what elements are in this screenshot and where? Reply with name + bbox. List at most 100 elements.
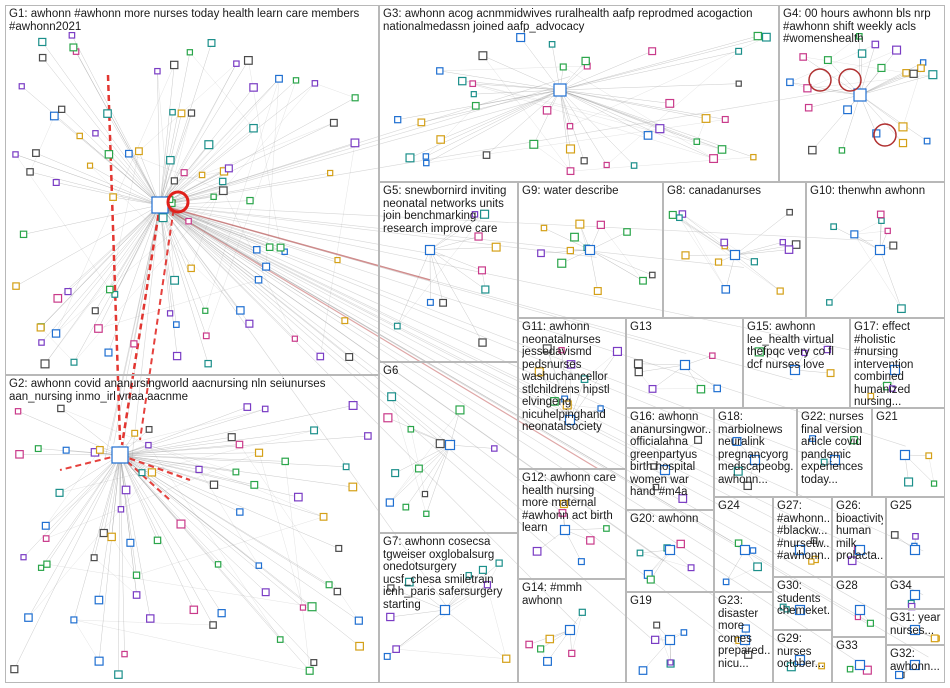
network-edge bbox=[95, 133, 161, 206]
network-edge bbox=[559, 89, 697, 142]
network-node bbox=[187, 264, 195, 273]
network-edge bbox=[533, 144, 571, 172]
network-edge bbox=[118, 454, 121, 675]
network-edge bbox=[444, 609, 507, 659]
network-node bbox=[578, 608, 586, 616]
network-edge bbox=[759, 349, 828, 353]
group-panel-g30: G30: students chemeket... bbox=[773, 577, 832, 630]
group-panel-g20: G20: awhonn bbox=[626, 510, 714, 592]
network-edge bbox=[119, 454, 304, 608]
network-edge bbox=[119, 454, 200, 470]
group-label-g22: G22: nurses final version article covid … bbox=[801, 411, 864, 486]
network-edge bbox=[395, 609, 446, 650]
network-node bbox=[204, 140, 214, 150]
network-node bbox=[810, 537, 818, 544]
network-node bbox=[889, 364, 901, 376]
network-edge bbox=[159, 112, 192, 206]
network-node bbox=[823, 345, 832, 354]
network-node bbox=[255, 562, 263, 569]
network-edge bbox=[387, 584, 488, 657]
network-node bbox=[739, 634, 751, 646]
network-edge bbox=[159, 204, 178, 357]
network-node bbox=[246, 196, 254, 205]
network-edge bbox=[258, 452, 304, 608]
network-node bbox=[458, 76, 467, 86]
network-node bbox=[387, 392, 397, 402]
group-label-g1: G1: awhonn #awhonn more nurses today hea… bbox=[9, 8, 360, 33]
network-edge bbox=[28, 472, 153, 618]
network-node bbox=[721, 285, 731, 294]
network-node bbox=[566, 360, 576, 369]
group-label-g10: G10: thenwhn awhonn bbox=[810, 185, 926, 197]
network-node bbox=[801, 349, 808, 357]
network-edge bbox=[98, 454, 121, 601]
network-edge bbox=[15, 154, 281, 248]
network-edge bbox=[540, 249, 591, 254]
group-label-g21: G21 bbox=[876, 411, 898, 423]
network-node bbox=[19, 230, 28, 239]
network-edge bbox=[589, 231, 628, 251]
group-panel-g16: G16: awhonn ananursingwor... officialahn… bbox=[626, 408, 714, 510]
network-edge bbox=[131, 204, 161, 464]
network-node bbox=[224, 164, 233, 173]
network-edge bbox=[559, 89, 571, 172]
network-node bbox=[319, 512, 328, 521]
network-node bbox=[559, 499, 569, 509]
network-edge bbox=[559, 35, 758, 91]
network-node bbox=[383, 413, 393, 423]
group-panel-g7: G7: awhonn cosecsa tgweiser oxglobalsurg… bbox=[379, 533, 518, 683]
network-edge bbox=[114, 204, 161, 295]
network-node bbox=[714, 258, 723, 266]
network-node bbox=[94, 595, 104, 605]
network-node bbox=[584, 244, 596, 256]
network-edge bbox=[807, 88, 861, 96]
network-edge bbox=[159, 204, 556, 539]
network-edge bbox=[119, 454, 137, 576]
network-node bbox=[131, 429, 139, 437]
network-edge bbox=[104, 204, 161, 459]
network-node bbox=[558, 346, 565, 354]
network-node bbox=[543, 656, 552, 666]
network-node bbox=[753, 562, 762, 572]
network-node bbox=[385, 498, 395, 507]
network-node bbox=[436, 135, 445, 144]
network-node bbox=[596, 220, 605, 229]
group-label-g28: G28 bbox=[836, 580, 858, 592]
network-edge bbox=[559, 89, 660, 129]
network-node bbox=[249, 83, 258, 92]
network-node bbox=[95, 445, 104, 454]
network-node bbox=[354, 616, 363, 625]
network-node bbox=[744, 650, 753, 659]
network-node bbox=[733, 466, 743, 476]
network-edge bbox=[138, 151, 161, 206]
network-node bbox=[889, 241, 898, 250]
network-edge bbox=[475, 89, 561, 107]
network-node bbox=[355, 641, 364, 651]
network-edge bbox=[42, 57, 161, 206]
network-edge bbox=[119, 454, 215, 485]
network-edge bbox=[390, 587, 446, 611]
network-edge bbox=[559, 89, 714, 159]
network-node bbox=[37, 564, 45, 571]
network-edge bbox=[159, 204, 850, 472]
network-edge bbox=[533, 89, 561, 145]
network-node bbox=[537, 249, 545, 258]
network-node bbox=[130, 340, 138, 348]
network-node bbox=[534, 367, 544, 377]
group-label-g13: G13 bbox=[630, 321, 652, 333]
group-label-g6: G6 bbox=[383, 365, 399, 377]
network-edge bbox=[28, 454, 121, 618]
network-node bbox=[158, 213, 168, 223]
network-node bbox=[421, 490, 429, 498]
network-node bbox=[854, 659, 866, 671]
network-node bbox=[335, 544, 343, 552]
network-edge bbox=[44, 204, 161, 365]
network-node bbox=[218, 186, 228, 196]
network-node bbox=[38, 53, 47, 62]
network-node bbox=[623, 228, 631, 236]
network-node bbox=[236, 306, 245, 315]
network-edge bbox=[56, 182, 161, 206]
group-label-g31: G31: year nurses... bbox=[890, 612, 941, 637]
network-edge bbox=[759, 351, 805, 354]
network-edge bbox=[653, 466, 683, 499]
